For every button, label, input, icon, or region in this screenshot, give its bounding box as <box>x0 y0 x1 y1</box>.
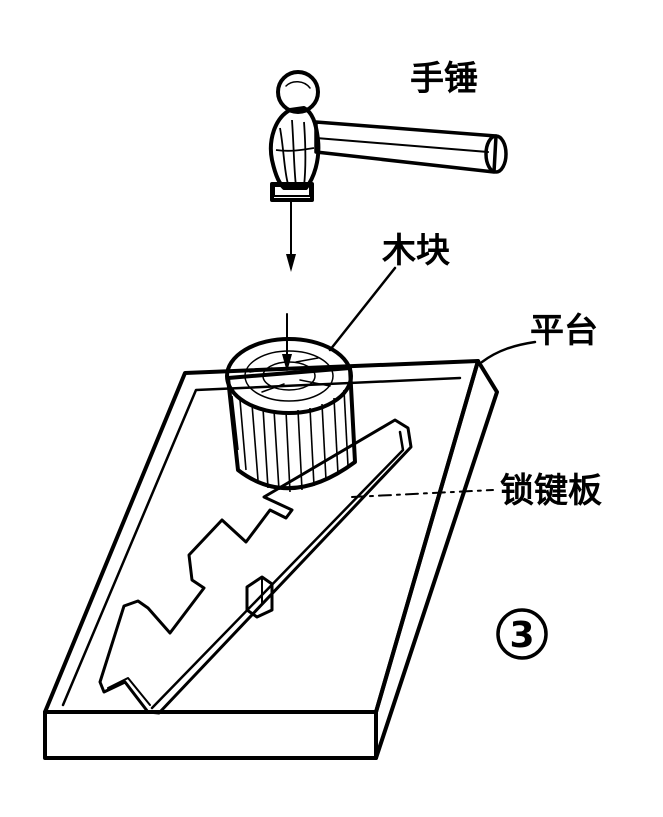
label-wood-block: 木块 <box>381 231 450 271</box>
leader-line-wood-block <box>328 266 397 352</box>
hammer <box>269 70 508 202</box>
platform <box>43 359 499 760</box>
figure-number-badge: 3 <box>496 608 548 660</box>
wood-block <box>225 337 357 493</box>
leader-line-platform <box>480 340 537 364</box>
label-platform: 平台 <box>530 311 598 351</box>
lock-key-plate <box>98 418 413 715</box>
leader-line-lock-plate <box>351 489 494 498</box>
label-hammer: 手锤 <box>410 59 478 99</box>
figure-number: 3 <box>509 615 534 656</box>
strike-arrow <box>282 199 296 372</box>
label-lock-plate: 锁键板 <box>500 471 602 511</box>
